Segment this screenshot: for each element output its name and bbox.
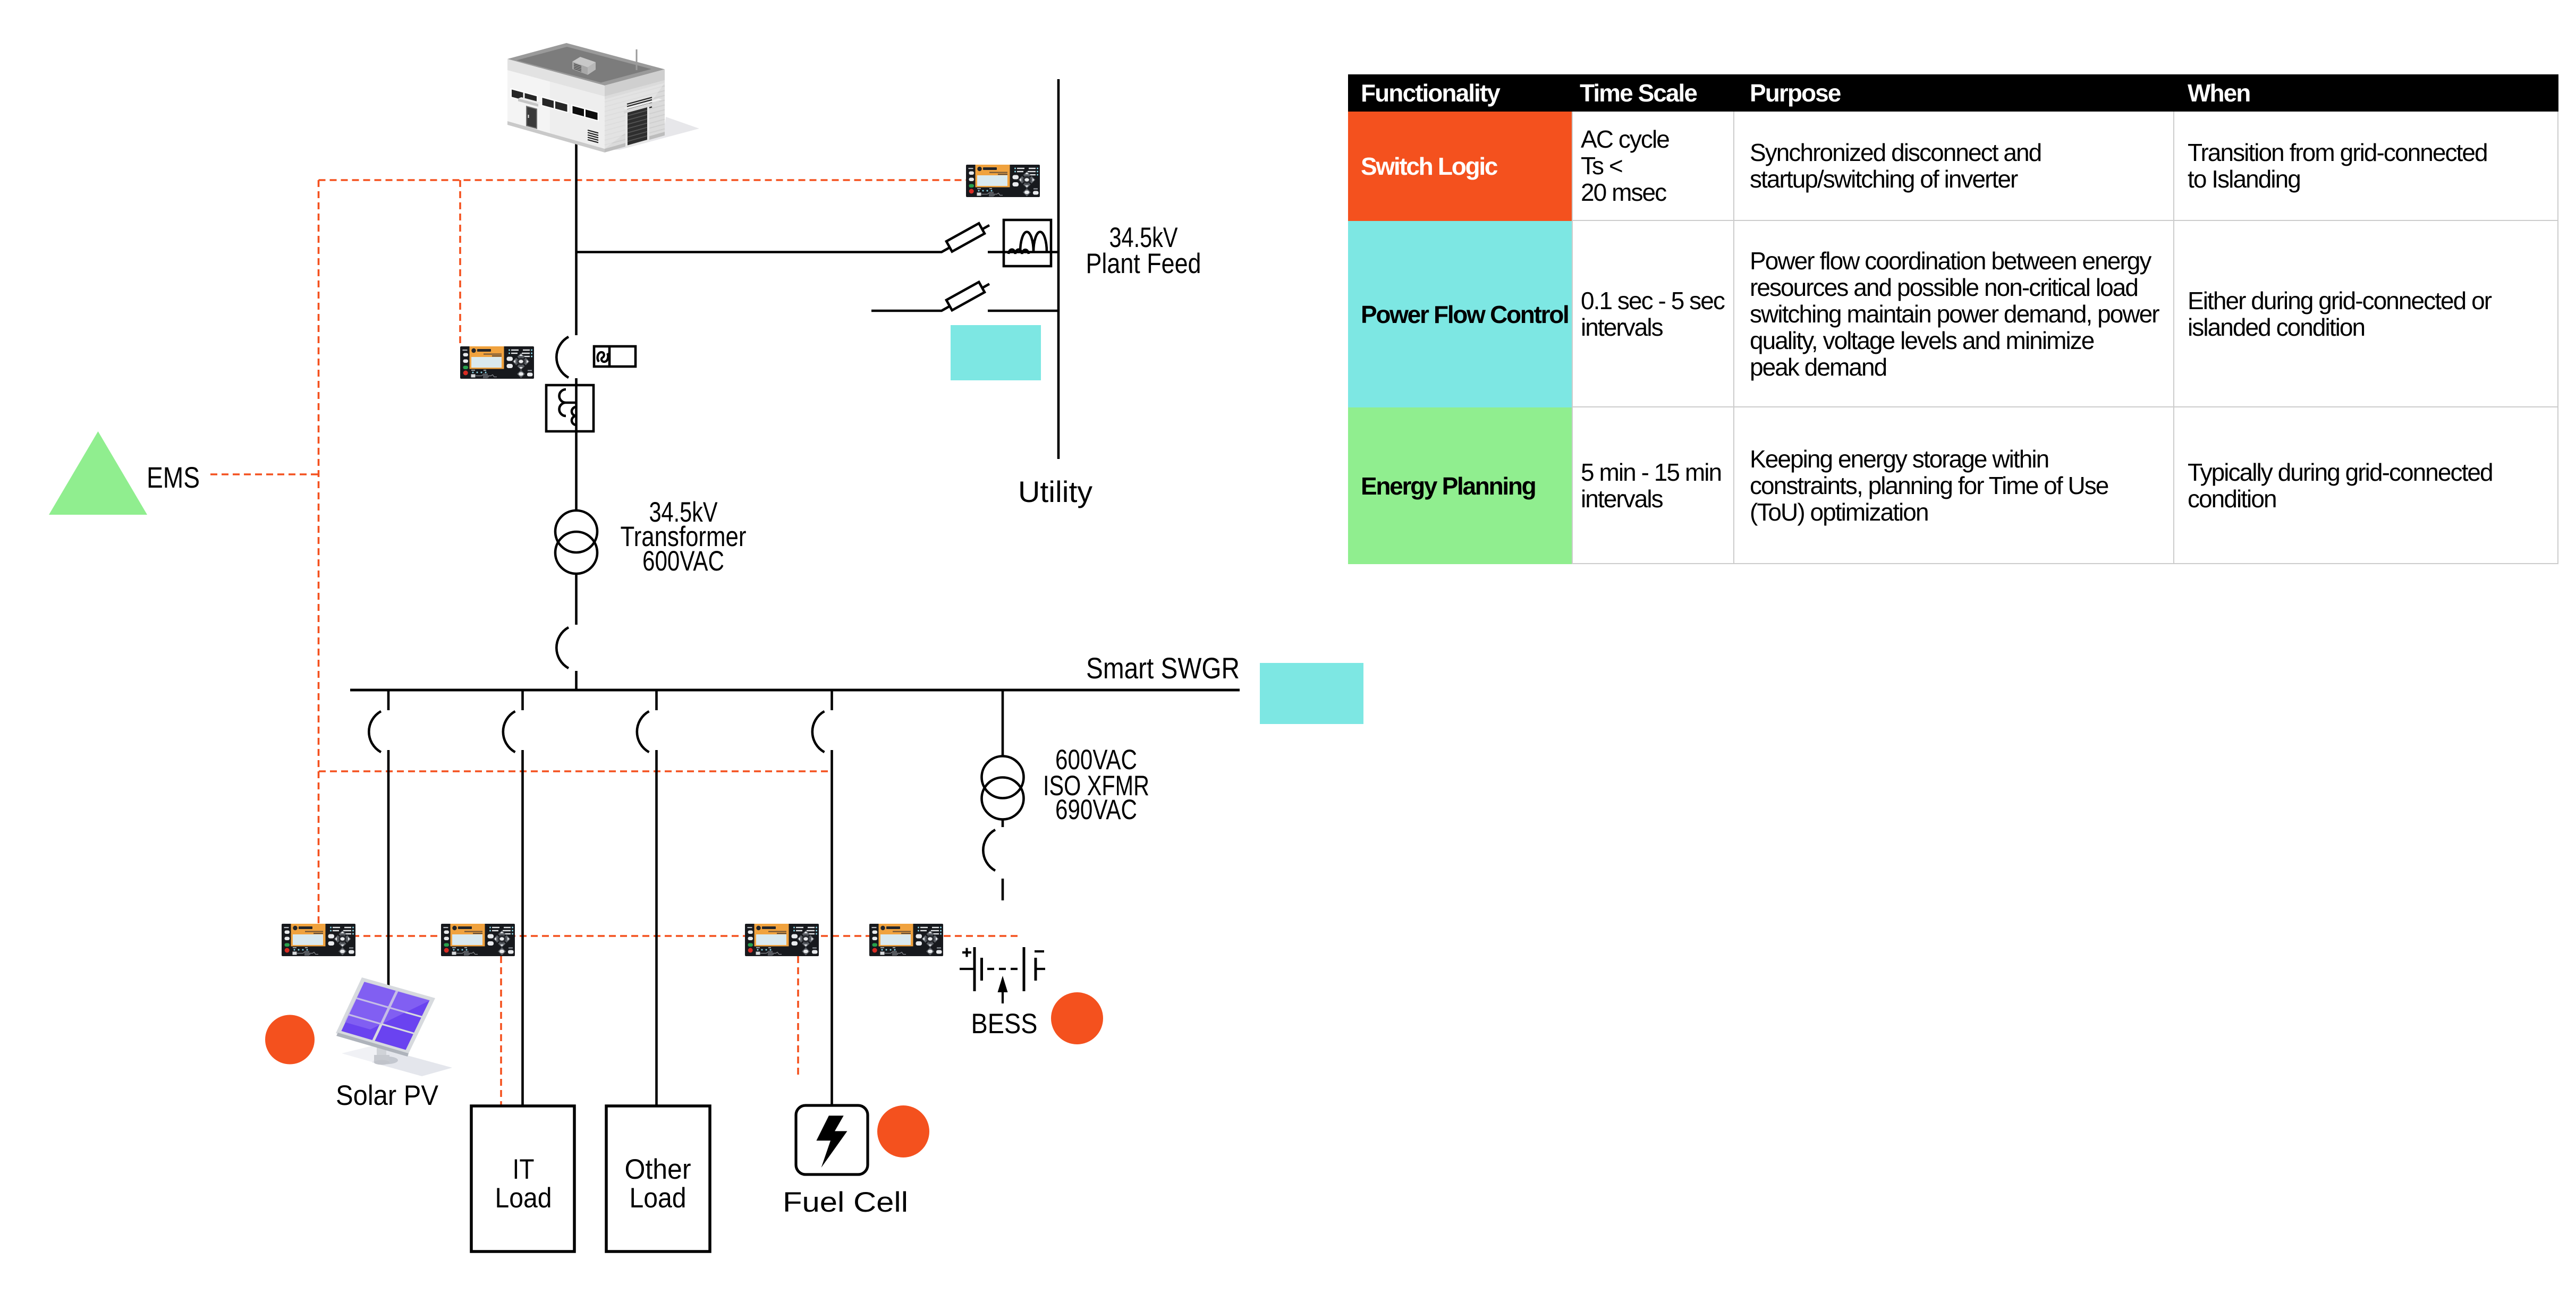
svg-text:BESS: BESS (971, 1008, 1038, 1040)
svg-text:Load: Load (495, 1182, 552, 1214)
svg-text:EMS: EMS (147, 461, 200, 494)
svg-text:Solar PV: Solar PV (336, 1080, 439, 1111)
svg-text:34.5kV: 34.5kV (649, 497, 718, 528)
svg-text:690VAC: 690VAC (1055, 794, 1137, 825)
svg-text:600VAC: 600VAC (642, 546, 724, 577)
svg-text:Load: Load (630, 1182, 687, 1214)
svg-text:600VAC: 600VAC (1055, 744, 1137, 776)
svg-text:Plant Feed: Plant Feed (1086, 248, 1201, 279)
svg-text:Other: Other (625, 1154, 691, 1185)
svg-text:IT: IT (513, 1154, 535, 1185)
svg-text:ISO XFMR: ISO XFMR (1043, 770, 1149, 802)
svg-text:Fuel Cell: Fuel Cell (783, 1187, 908, 1218)
svg-text:Utility: Utility (1018, 475, 1092, 508)
svg-text:Transformer: Transformer (621, 521, 747, 552)
svg-text:34.5kV: 34.5kV (1109, 222, 1178, 253)
svg-text:Smart SWGR: Smart SWGR (1086, 651, 1240, 685)
